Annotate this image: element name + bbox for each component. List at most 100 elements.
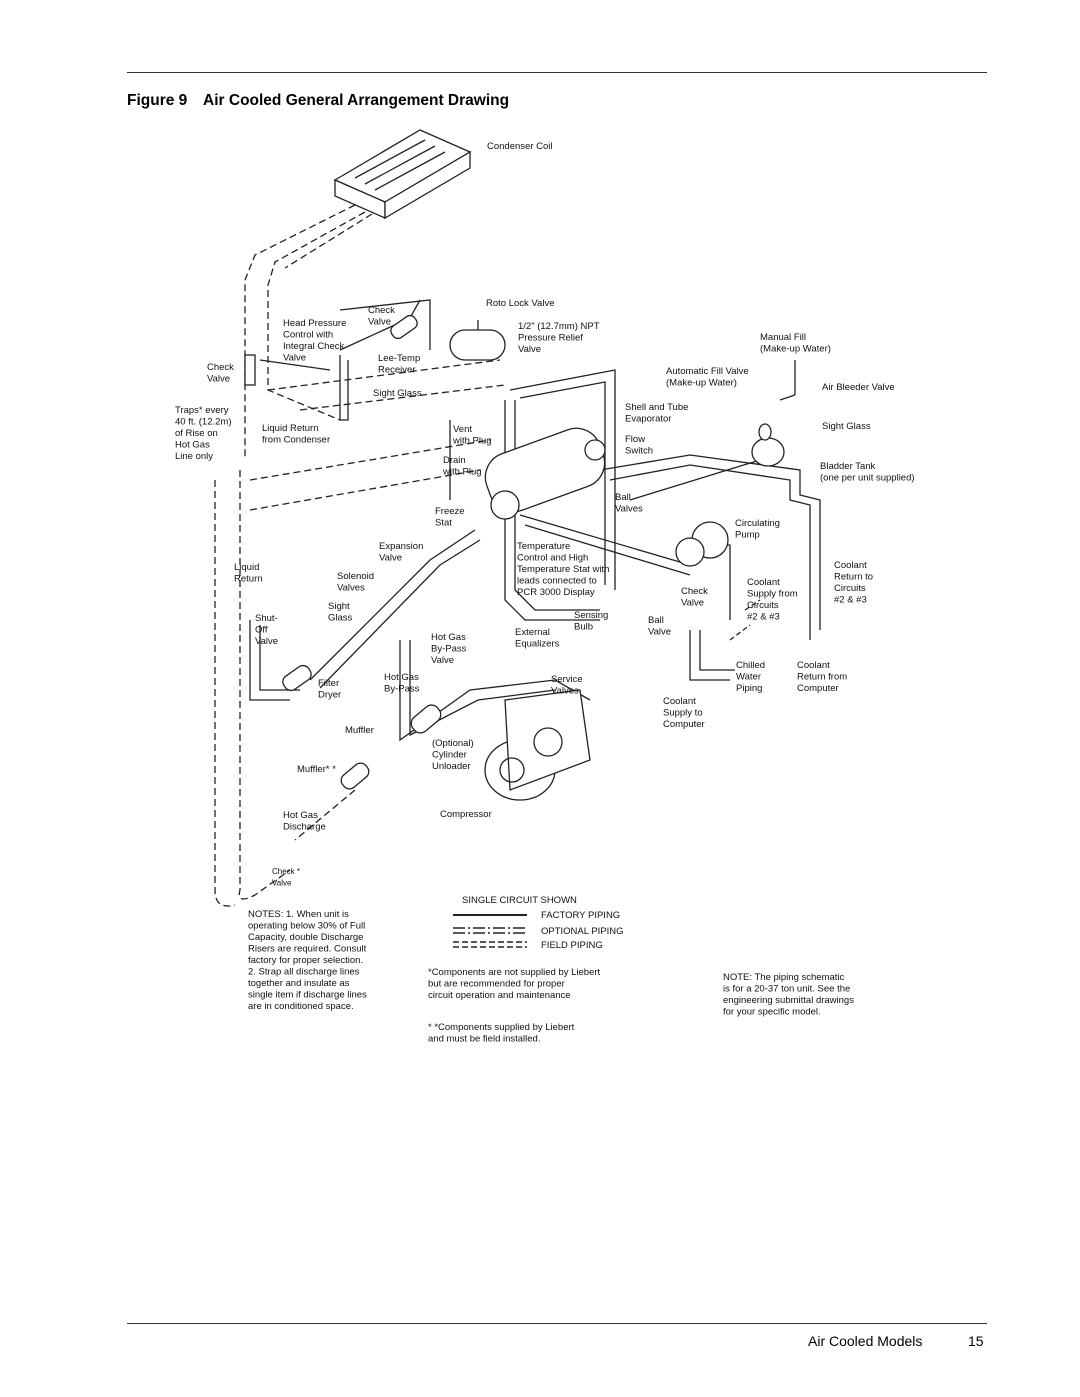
label-coolant-return-computer-0: Coolant xyxy=(797,660,830,671)
label-coolant-return-circuits-1: Return to xyxy=(834,572,873,583)
note-left-5: 2. Strap all discharge lines xyxy=(248,967,360,978)
label-sight-glass-top: Sight Glass xyxy=(373,388,422,399)
figure-title-text: Air Cooled General Arrangement Drawing xyxy=(203,92,510,109)
label-check-valve-mid-0: Check xyxy=(681,586,708,597)
note-star1-2: circuit operation and maintenance xyxy=(428,990,571,1001)
label-flow-switch-0: Flow xyxy=(625,434,645,445)
bottom-rule xyxy=(127,1323,987,1324)
label-solenoid-valves-0: Solenoid xyxy=(337,571,374,582)
figure-title: Figure 9 Air Cooled General Arrangement … xyxy=(127,92,509,110)
label-check-valve-left-1: Valve xyxy=(207,374,230,385)
label-temperature-control-3: leads connected to xyxy=(517,576,597,587)
label-coolant-supply-circuits-3: #2 & #3 xyxy=(747,612,780,623)
label-lee-temp-1: Receiver xyxy=(378,365,416,376)
note-left-1: operating below 30% of Full xyxy=(248,921,365,932)
label-manual-fill-1: (Make-up Water) xyxy=(760,344,831,355)
label-sensing-bulb-0: Sensing xyxy=(574,610,608,621)
bladder-tank xyxy=(751,360,796,467)
label-hot-gas-bypass-valve-2: Valve xyxy=(431,655,454,666)
label-drain-0: Drain xyxy=(443,455,466,466)
label-shell-tube-0: Shell and Tube xyxy=(625,402,688,413)
label-compressor: Compressor xyxy=(440,809,492,820)
page-number: 15 xyxy=(968,1333,984,1349)
label-coolant-return-circuits-2: Circuits xyxy=(834,583,866,594)
label-check-valve-top-0: Check xyxy=(368,305,395,316)
filter-dryer xyxy=(282,664,312,692)
label-ball-valve-1: Valve xyxy=(648,627,671,638)
label-check-valve-left-0: Check xyxy=(207,362,234,373)
label-check-valve-bottom-0: Check * xyxy=(272,867,300,876)
label-freeze-stat-0: Freeze xyxy=(435,506,465,517)
label-npt-1: Pressure Relief xyxy=(518,333,583,344)
muffler-field xyxy=(340,762,370,790)
note-left-0: NOTES: 1. When unit is xyxy=(248,909,349,920)
note-star2-0: * *Components supplied by Liebert xyxy=(428,1022,575,1033)
note-right-2: engineering submittal drawings xyxy=(723,995,854,1006)
condenser-coil xyxy=(333,129,472,220)
label-liquid-return-condenser-1: from Condenser xyxy=(262,435,330,446)
label-external-equalizers-1: Equalizers xyxy=(515,639,560,650)
label-liquid-return-1: Return xyxy=(234,574,263,585)
note-left-2: Capacity, double Discharge xyxy=(248,932,363,943)
label-hot-gas-discharge-0: Hot Gas xyxy=(283,810,318,821)
label-shut-off-2: Valve xyxy=(255,636,278,647)
label-head-pressure-1: Control with xyxy=(283,330,333,341)
label-hot-gas-bypass-1: By-Pass xyxy=(384,684,420,695)
label-traps-0: Traps* every xyxy=(175,405,229,416)
label-coolant-return-computer-1: Return from xyxy=(797,672,847,683)
note-star1-1: but are recommended for proper xyxy=(428,979,565,990)
label-auto-fill-0: Automatic Fill Valve xyxy=(666,366,749,377)
figure-number: Figure 9 xyxy=(127,92,188,109)
label-sight-glass-right: Sight Glass xyxy=(822,421,871,432)
label-check-valve-top-1: Valve xyxy=(368,317,391,328)
label-coolant-supply-computer-1: Supply to xyxy=(663,708,703,719)
note-left-8: are in conditioned space. xyxy=(248,1001,354,1012)
label-solenoid-valves-1: Valves xyxy=(337,583,365,594)
label-vent-0: Vent xyxy=(453,424,472,435)
note-star1-0: *Components are not supplied by Liebert xyxy=(428,967,601,978)
label-check-valve-bottom-1: Valve xyxy=(272,879,292,888)
label-temperature-control-0: Temperature xyxy=(517,541,570,552)
label-drain-1: with Plug xyxy=(442,467,482,478)
label-bladder-tank-0: Bladder Tank xyxy=(820,461,876,472)
label-air-bleeder: Air Bleeder Valve xyxy=(822,382,895,393)
label-sight-glass-mid-1: Glass xyxy=(328,613,353,624)
note-left-4: factory for proper selection. xyxy=(248,955,363,966)
label-shell-tube-1: Evaporator xyxy=(625,414,671,425)
label-shut-off-1: Off xyxy=(255,625,268,636)
factory-piping xyxy=(249,299,821,742)
label-liquid-return-condenser-0: Liquid Return xyxy=(262,423,319,434)
label-manual-fill-0: Manual Fill xyxy=(760,332,806,343)
label-coolant-return-circuits-0: Coolant xyxy=(834,560,867,571)
label-npt-2: Valve xyxy=(518,344,541,355)
note-right-0: NOTE: The piping schematic xyxy=(723,972,845,983)
label-service-valves-0: Service xyxy=(551,674,583,685)
label-chilled-water-1: Water xyxy=(736,672,761,683)
legend-optional-piping: OPTIONAL PIPING xyxy=(541,926,624,937)
label-hot-gas-discharge-1: Discharge xyxy=(283,822,326,833)
piping-legend: SINGLE CIRCUIT SHOWN FACTORY PIPING OPTI… xyxy=(453,895,624,951)
label-ball-valves-1: Valves xyxy=(615,504,643,515)
label-npt-0: 1/2" (12.7mm) NPT xyxy=(518,321,600,332)
footer-section: Air Cooled Models xyxy=(808,1333,923,1349)
legend-field-piping: FIELD PIPING xyxy=(541,940,603,951)
label-chilled-water-0: Chilled xyxy=(736,660,765,671)
compressor xyxy=(484,689,591,801)
label-coolant-supply-circuits-0: Coolant xyxy=(747,577,780,588)
label-circulating-pump-0: Circulating xyxy=(735,518,780,529)
label-filter-dryer-0: Filter xyxy=(318,678,339,689)
label-hot-gas-bypass-valve-0: Hot Gas xyxy=(431,632,466,643)
legend-title: SINGLE CIRCUIT SHOWN xyxy=(462,895,577,906)
label-shut-off-0: Shut- xyxy=(255,613,278,624)
label-temperature-control-2: Temperature Stat with xyxy=(517,564,609,575)
label-traps-3: Hot Gas xyxy=(175,440,210,451)
label-optional-unloader-1: Cylinder xyxy=(432,750,467,761)
shell-tube-evaporator xyxy=(484,427,606,520)
field-piping xyxy=(214,204,506,907)
label-external-equalizers-0: External xyxy=(515,627,550,638)
label-auto-fill-1: (Make-up Water) xyxy=(666,378,737,389)
check-valve-top-symbol xyxy=(390,314,418,340)
label-liquid-return-0: Liquid xyxy=(234,562,259,573)
